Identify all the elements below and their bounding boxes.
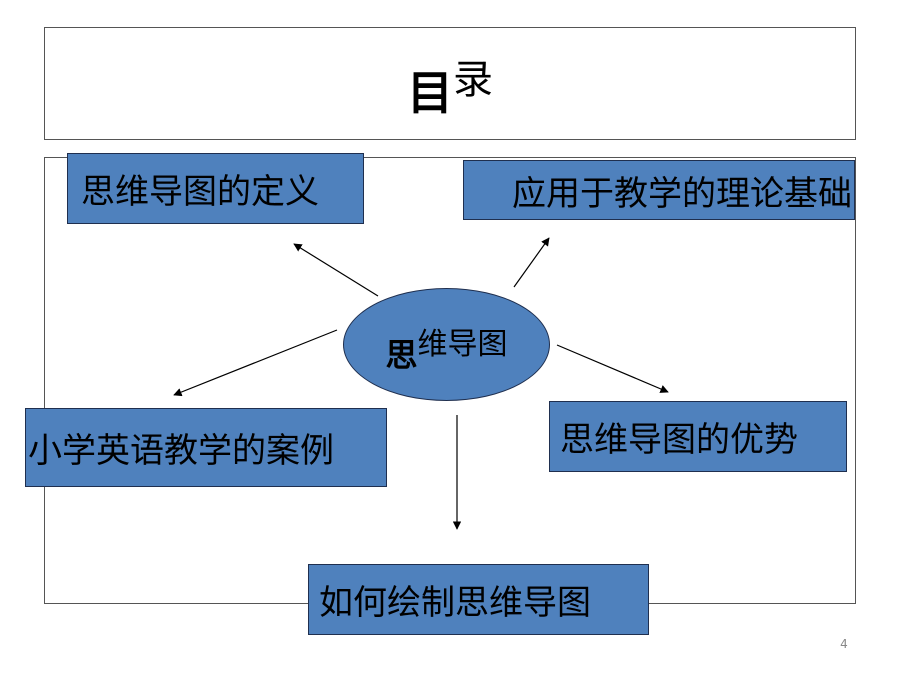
page-number: 4 bbox=[840, 637, 848, 651]
node-advantages: 思维导图的优势 bbox=[549, 401, 847, 472]
arrow-to-mid-right bbox=[556, 344, 669, 393]
title-bold-char: 目 bbox=[407, 65, 453, 120]
arrow-to-top-right bbox=[513, 237, 550, 288]
arrow-to-mid-left bbox=[173, 329, 338, 397]
node-how-to-draw: 如何绘制思维导图 bbox=[308, 564, 649, 635]
node-english-teaching-cases: 小学英语教学的案例 bbox=[25, 408, 387, 487]
center-rest: 维导图 bbox=[417, 326, 508, 362]
arrow-to-top-left bbox=[293, 243, 379, 297]
title-rest: 录 bbox=[453, 56, 493, 103]
slide-title: 目录 bbox=[0, 27, 900, 140]
node-theory-basis: 应用于教学的理论基础 bbox=[463, 160, 855, 220]
title-frame bbox=[44, 27, 856, 140]
center-node-mind-map: 思维导图 bbox=[343, 288, 550, 401]
node-definition: 思维导图的定义 bbox=[67, 153, 364, 224]
center-bold-char: 思 bbox=[385, 335, 418, 374]
